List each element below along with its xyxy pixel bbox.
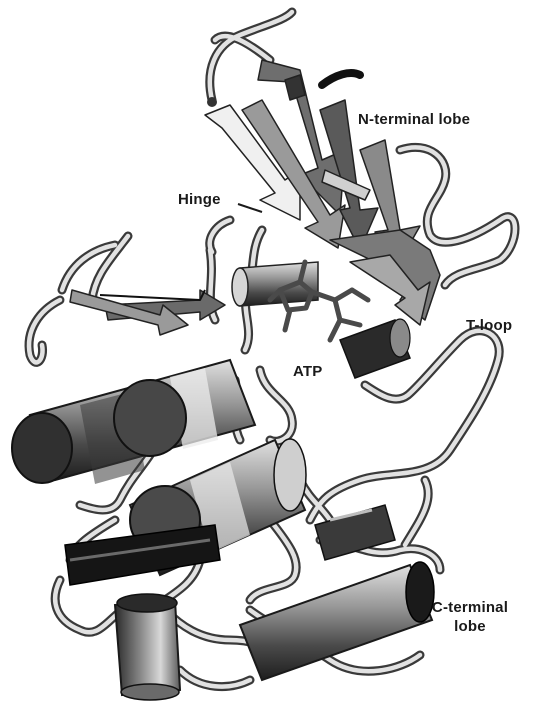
label-n-terminal-lobe: N-terminal lobe [358,110,470,129]
label-c-terminal-lobe: C-terminal lobe [416,598,524,636]
label-leader-lines [238,204,262,212]
label-t-loop: T-loop [466,316,512,335]
label-hinge: Hinge [178,190,221,209]
label-c-terminal-line2: lobe [416,617,524,636]
coil-dark-segment [322,73,360,85]
helix-atp-right [340,319,410,378]
helix-bottom-small [115,594,180,700]
coil-terminus-dot [207,97,217,107]
label-c-terminal-line1: C-terminal [416,598,524,617]
left-beta-strands [70,290,225,335]
label-atp: ATP [293,362,323,381]
